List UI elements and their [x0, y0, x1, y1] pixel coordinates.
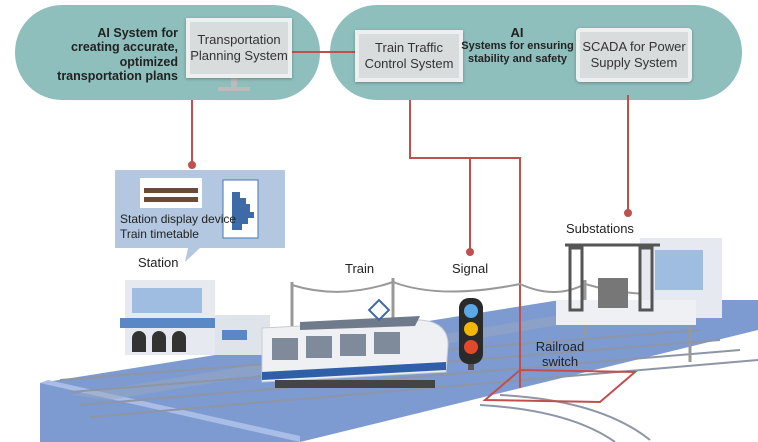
label-station: Station: [138, 255, 179, 270]
operations-description: Systems for ensuring stability and safet…: [461, 40, 574, 65]
label-train: Train: [345, 261, 375, 276]
connector-lines: [191, 51, 638, 404]
train: [261, 298, 449, 388]
substation: [556, 238, 722, 325]
planning-description: AI System for creating accurate, optimiz…: [57, 26, 178, 84]
label-substations: Substations: [566, 221, 634, 236]
label-railroad-switch: Railroad switch: [535, 339, 585, 369]
callout-station-display: Station display device: [120, 212, 237, 226]
station-building: [120, 280, 270, 355]
operations-heading: AI: [510, 25, 524, 40]
transportation-planning-system: Transportation Planning System: [186, 18, 292, 78]
callout-train-timetable: Train timetable: [120, 227, 199, 241]
scada-power-supply-system: SCADA for Power Supply System: [576, 28, 692, 82]
label-signal: Signal: [452, 261, 489, 276]
train-traffic-control-system: Train Traffic Control System: [355, 30, 463, 82]
signal: [459, 298, 483, 370]
